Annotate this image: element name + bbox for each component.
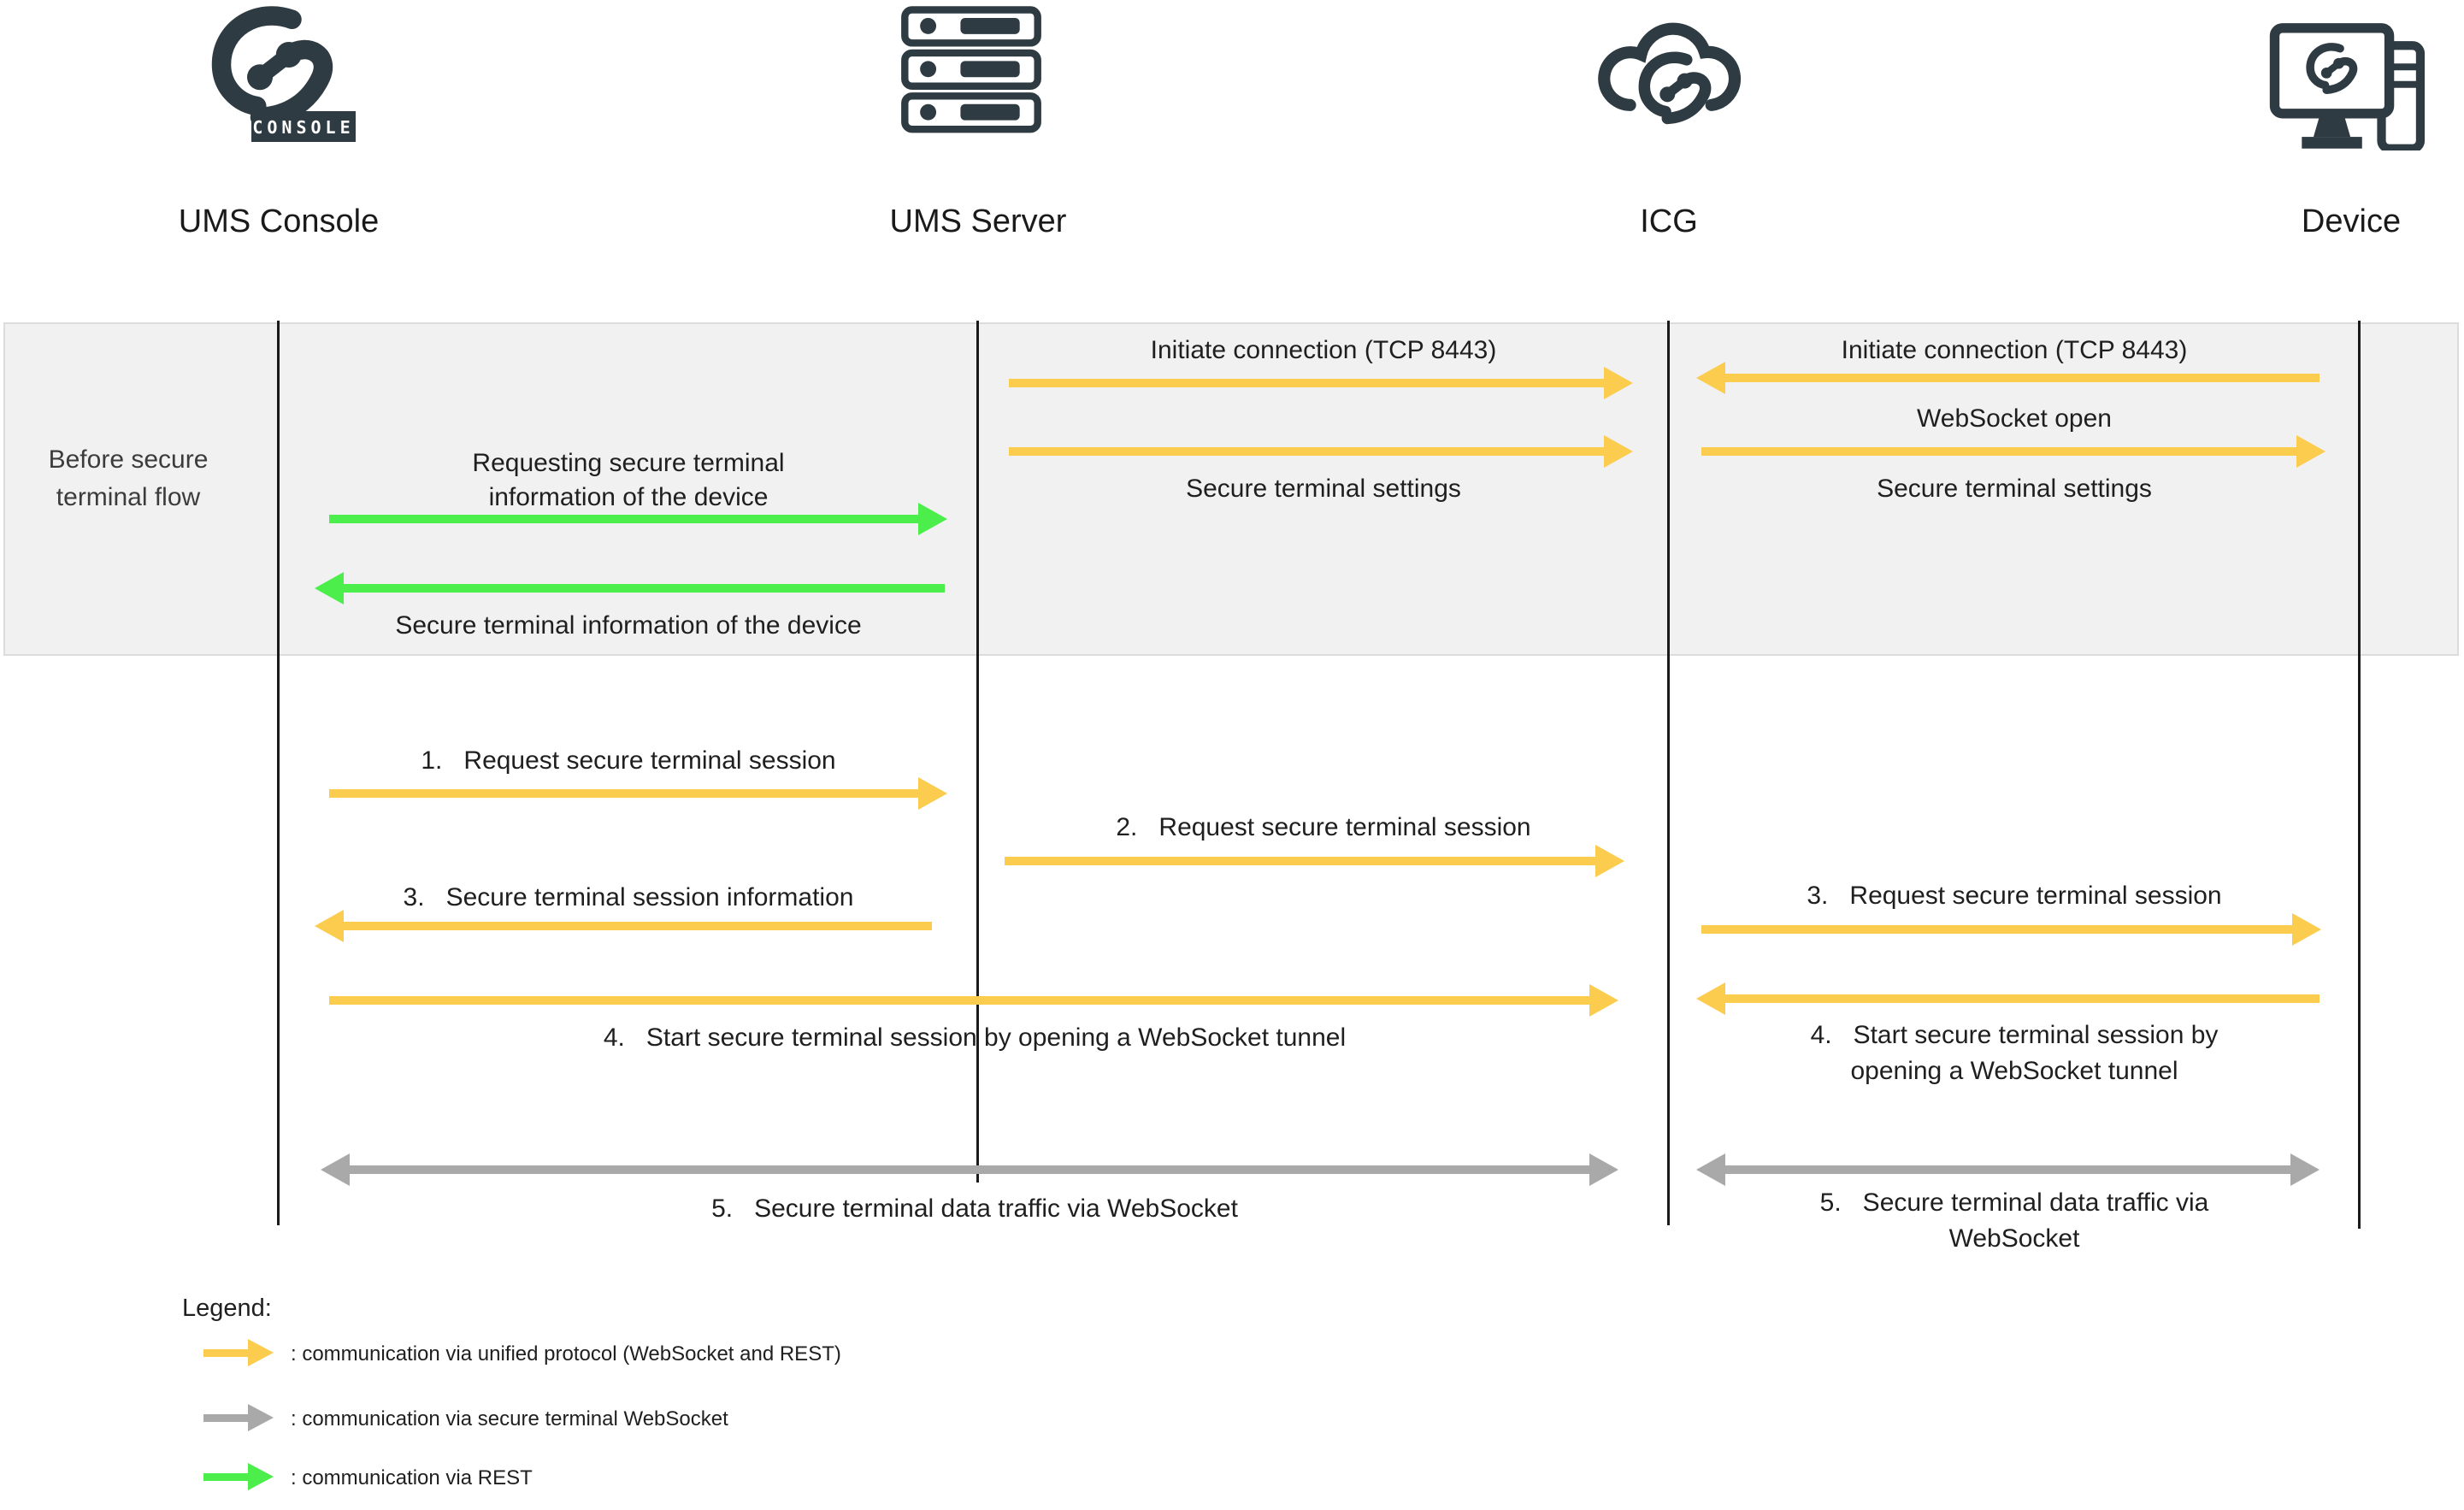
message-label: Secure terminal settings bbox=[1877, 475, 2152, 503]
message-label: Requesting secure terminal information o… bbox=[472, 449, 785, 511]
message-label: WebSocket open bbox=[1917, 404, 2112, 433]
message-arrow-unified-right bbox=[1701, 912, 2321, 947]
lifeline-device bbox=[2358, 321, 2361, 1229]
actor-label-ums-server: UMS Server bbox=[889, 203, 1067, 239]
message-arrow-unified-right bbox=[1005, 844, 1624, 878]
lifeline-ums-console bbox=[277, 321, 280, 1225]
message-label: Initiate connection (TCP 8443) bbox=[1841, 336, 2188, 364]
actor-label-ums-console: UMS Console bbox=[178, 203, 380, 239]
lifeline-icg bbox=[1667, 321, 1670, 1225]
legend-rest-arrow-icon bbox=[203, 1462, 274, 1491]
endpoint-device-icon bbox=[2269, 23, 2426, 150]
actor-label-device: Device bbox=[2301, 203, 2402, 239]
legend-unified-arrow-icon bbox=[203, 1338, 274, 1367]
message-arrow-unified-right bbox=[1009, 366, 1633, 400]
message-arrow-unified-right bbox=[329, 983, 1618, 1017]
message-label: 2. Request secure terminal session bbox=[1116, 813, 1531, 841]
igel-console-logo-icon: CONSOLE bbox=[202, 3, 356, 142]
console-badge-text: CONSOLE bbox=[252, 117, 354, 138]
legend-item-unified: : communication via unified protocol (We… bbox=[291, 1342, 841, 1365]
legend-websocket-arrow-icon bbox=[203, 1403, 274, 1432]
message-label: 3. Secure terminal session information bbox=[403, 883, 854, 911]
actor-label-icg: ICG bbox=[1640, 203, 1698, 239]
message-arrow-unified-left bbox=[315, 909, 932, 943]
legend-title: Legend: bbox=[182, 1295, 272, 1322]
message-arrow-rest-left bbox=[315, 571, 945, 605]
legend-item-rest: : communication via REST bbox=[291, 1466, 533, 1489]
lifeline-ums-server bbox=[976, 321, 979, 1183]
message-arrow-rest-right bbox=[329, 502, 947, 536]
message-label: 4. Start secure terminal session by open… bbox=[1810, 1021, 2219, 1085]
message-arrow-unified-right bbox=[1701, 434, 2325, 469]
message-arrow-unified-right bbox=[329, 776, 947, 811]
message-arrow-unified-left bbox=[1696, 361, 2320, 395]
message-arrow-unified-left bbox=[1696, 982, 2320, 1016]
message-label: 3. Request secure terminal session bbox=[1807, 882, 2222, 910]
message-label: 1. Request secure terminal session bbox=[421, 746, 836, 775]
message-label: 5. Secure terminal data traffic via WebS… bbox=[1819, 1189, 2209, 1253]
message-label: 5. Secure terminal data traffic via WebS… bbox=[711, 1194, 1238, 1223]
message-arrow-websocket-both bbox=[1696, 1153, 2320, 1187]
message-label: Secure terminal information of the devic… bbox=[395, 611, 862, 640]
legend-item-websocket: : communication via secure terminal WebS… bbox=[291, 1407, 728, 1430]
message-arrow-websocket-both bbox=[321, 1153, 1618, 1187]
before-flow-band-label: Before secure terminal flow bbox=[48, 445, 209, 511]
message-arrow-unified-right bbox=[1009, 434, 1633, 469]
message-label: Initiate connection (TCP 8443) bbox=[1150, 336, 1497, 364]
server-rack-icon bbox=[901, 6, 1041, 133]
message-label: Secure terminal settings bbox=[1186, 475, 1461, 503]
igel-cloud-gateway-icon bbox=[1598, 22, 1742, 154]
message-label: 4. Start secure terminal session by open… bbox=[603, 1023, 1347, 1052]
